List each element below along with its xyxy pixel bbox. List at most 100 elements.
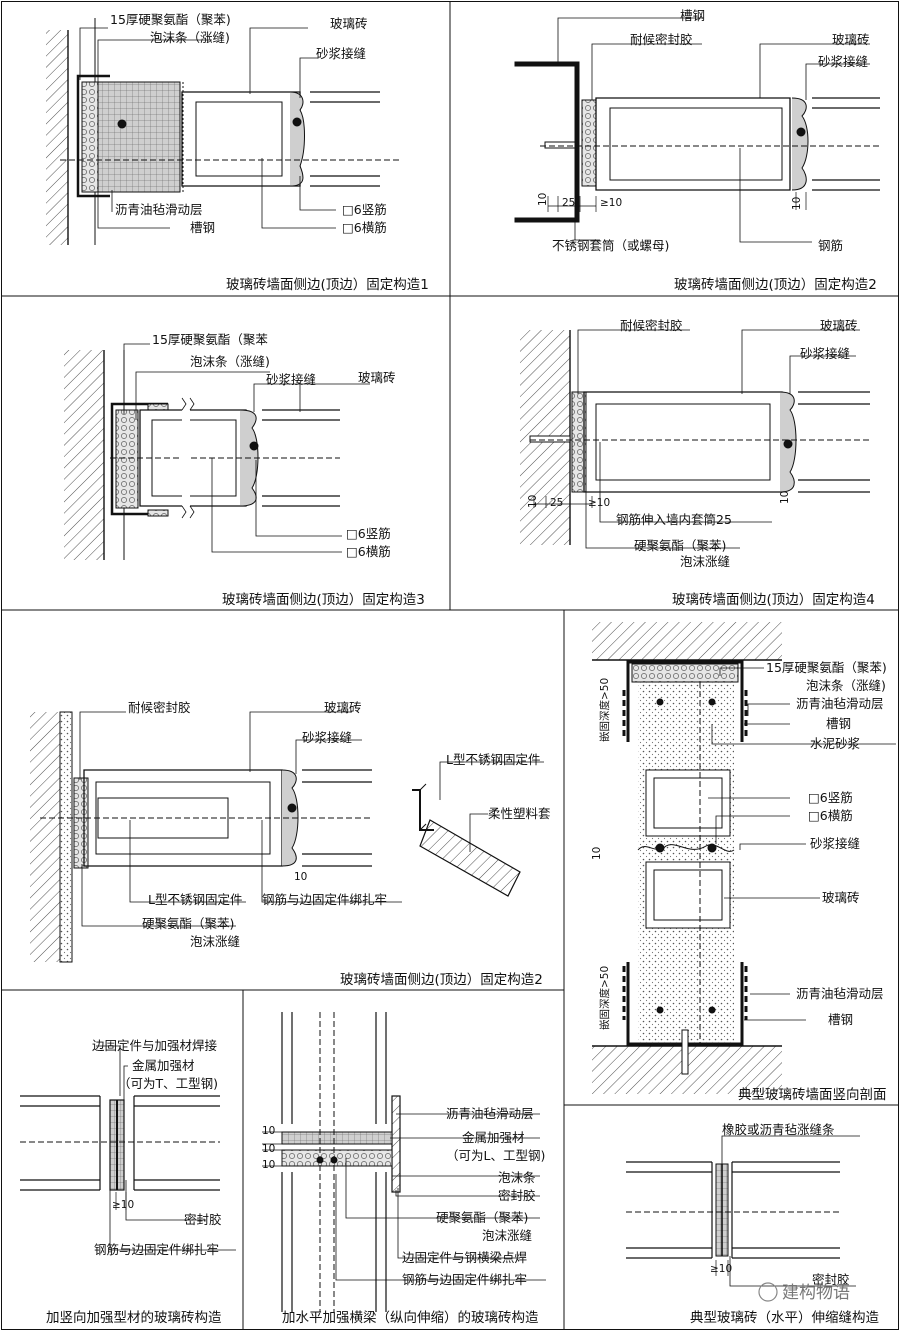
p8-caption: 加水平加强横梁（纵向伸缩）的玻璃砖构造 xyxy=(282,1309,539,1326)
p5-dim-1: 10 xyxy=(294,871,307,883)
panel-8-drawing xyxy=(262,1012,401,1312)
p4-label-mortar: 砂浆接缝 xyxy=(800,346,850,361)
p6-caption: 典型玻璃砖墙面竖向剖面 xyxy=(738,1086,887,1103)
glass-block-1 xyxy=(595,97,791,191)
foam-strip xyxy=(115,409,139,509)
p4-label-foam-joint: 泡沫涨缝 xyxy=(680,554,730,569)
steel-beam xyxy=(391,1095,401,1193)
p3-label-hbar: □6横筋 xyxy=(346,544,391,559)
p4-label-sealant: 耐候密封胶 xyxy=(620,318,683,333)
p2-label-rebar: 钢筋 xyxy=(818,238,843,253)
slab-top xyxy=(592,622,782,660)
panel-2-text: 槽钢 耐候密封胶 玻璃砖 砂浆接缝 不锈钢套筒（或螺母) 钢筋 10 25 ≥1… xyxy=(537,8,877,293)
p8-label-foam-joint: 泡沫涨缝 xyxy=(482,1228,532,1243)
p5-caption: 玻璃砖墙面侧边(顶边）固定构造2 xyxy=(340,971,543,988)
p2-dim-4: 10 xyxy=(791,197,803,210)
p4-dim-4: 10 xyxy=(779,491,791,504)
panel-9-leaders xyxy=(721,1135,860,1287)
panel-1-leaders xyxy=(79,27,336,229)
p7-label-tie: 钢筋与边固定件绑扎牢 xyxy=(94,1242,219,1257)
watermark-text: 建构物语 xyxy=(782,1283,850,1303)
panel-3-text: 15厚硬聚氨酯（聚苯 泡沫条（涨缝) 砂浆接缝 玻璃砖 □6竖筋 □6横筋 玻璃… xyxy=(152,332,425,608)
panel-7-leaders xyxy=(96,1045,236,1251)
panel-2-drawing xyxy=(514,61,880,223)
mortar-joint xyxy=(637,844,735,852)
panel-5-text: 耐候密封胶 玻璃砖 砂浆接缝 L型不锈钢固定件 柔性塑料套 L型不锈钢固定件 钢… xyxy=(128,700,551,988)
p1-label-foam-strip: 泡沫条（涨缝) xyxy=(150,30,230,45)
p2-dim-1: 10 xyxy=(537,193,549,206)
p1-label-mortar: 砂浆接缝 xyxy=(316,46,366,61)
p2-label-channel: 槽钢 xyxy=(680,8,705,23)
p8-label-tie: 钢筋与边固定件绑扎牢 xyxy=(402,1272,527,1287)
p3-caption: 玻璃砖墙面侧边(顶边）固定构造3 xyxy=(222,591,425,608)
p4-dim-3: ≥10 xyxy=(588,497,610,509)
panel-6-leaders xyxy=(708,667,896,1021)
p3-label-foam-strip: 泡沫条（涨缝) xyxy=(190,354,270,369)
p4-label-foam: 硬聚氨酯（聚苯) xyxy=(634,538,726,553)
mortar-joint xyxy=(289,91,305,187)
glass-block-upper xyxy=(645,769,731,837)
p6-label-glass: 玻璃砖 xyxy=(822,890,860,905)
p2-dim-2: 25 xyxy=(562,197,575,209)
p5-label-tie: 钢筋与边固定件绑扎牢 xyxy=(262,892,387,907)
p7-dim-1: ≥10 xyxy=(112,1199,134,1211)
p5-label-bracket-1: L型不锈钢固定件 xyxy=(446,752,540,767)
p9-caption: 典型玻璃砖（水平）伸缩缝构造 xyxy=(690,1309,879,1326)
wall-hatch xyxy=(64,350,104,560)
p6-label-foam: 15厚硬聚氨酯（聚苯) xyxy=(766,660,887,675)
p8-label-sealant: 密封胶 xyxy=(498,1188,536,1203)
p6-label-mortar: 砂浆接缝 xyxy=(810,836,860,851)
p3-label-foam: 15厚硬聚氨酯（聚苯 xyxy=(152,332,268,347)
foam-strip xyxy=(81,81,99,193)
p5-label-sealant: 耐候密封胶 xyxy=(128,700,191,715)
p2-label-sleeve: 不锈钢套筒（或螺母) xyxy=(552,238,669,253)
p6-label-cement: 水泥砂浆 xyxy=(810,736,861,751)
panel-8-leaders xyxy=(335,1113,546,1281)
p5-label-bracket-2: L型不锈钢固定件 xyxy=(148,892,242,907)
panel-3-leaders xyxy=(123,343,370,553)
mortar-joint xyxy=(281,769,299,867)
glass-block-1 xyxy=(583,391,783,493)
p4-dim-1: 10 xyxy=(527,495,539,508)
foam-strip xyxy=(571,391,587,493)
p1-label-channel: 槽钢 xyxy=(190,220,215,235)
panel-8-text: 沥青油毡滑动层 金属加强材 （可为L、工型钢) 泡沫条 密封胶 硬聚氨酯（聚苯)… xyxy=(262,1106,545,1326)
p6-dim-joint: 10 xyxy=(591,847,603,860)
panel-4-text: 耐候密封胶 玻璃砖 砂浆接缝 钢筋伸入墙内套筒25 硬聚氨酯（聚苯) 泡沫涨缝 … xyxy=(527,318,875,608)
foam-strip xyxy=(73,777,89,869)
p1-label-glass: 玻璃砖 xyxy=(330,16,368,31)
panel-7-drawing xyxy=(20,1095,220,1210)
p6-label-foam-strip: 泡沫条（涨缝) xyxy=(806,678,886,693)
sealant xyxy=(581,99,597,187)
channel-steel xyxy=(76,74,110,198)
p7-label-stiffener-type: （可为T、工型钢) xyxy=(118,1076,218,1091)
p2-label-mortar: 砂浆接缝 xyxy=(818,54,868,69)
p8-label-foam-strip: 泡沫条 xyxy=(498,1170,536,1185)
panel-9-text: 橡胶或沥青毡涨缝条 密封胶 ≥10 典型玻璃砖（水平）伸缩缝构造 建构物语 xyxy=(690,1122,879,1326)
panel-1-drawing xyxy=(46,18,400,245)
panel-6-text: 15厚硬聚氨酯（聚苯) 泡沫条（涨缝) 沥青油毡滑动层 槽钢 水泥砂浆 □6竖筋… xyxy=(591,660,887,1103)
p1-caption: 玻璃砖墙面侧边(顶边）固定构造1 xyxy=(226,276,429,293)
panel-5-leaders xyxy=(79,711,544,927)
p5-label-foam: 硬聚氨酯（聚苯) xyxy=(142,916,234,931)
plastic-sleeve xyxy=(419,819,521,897)
p5-label-foam-joint: 泡沫涨缝 xyxy=(190,934,240,949)
p6-label-channel-2: 槽钢 xyxy=(828,1012,853,1027)
p8-label-weld: 边固定件与钢横梁点焊 xyxy=(402,1250,527,1265)
panel-4-leaders xyxy=(577,329,860,549)
p8-dim-2: 10 xyxy=(262,1143,275,1155)
panel-2-leaders xyxy=(557,17,870,243)
glass-block-lower xyxy=(645,861,731,929)
p6-label-hbar: □6横筋 xyxy=(808,808,853,823)
p8-label-stiffener: 金属加强材 xyxy=(462,1130,525,1145)
p6-label-slide: 沥青油毡滑动层 xyxy=(796,696,884,711)
p6-label-channel: 槽钢 xyxy=(826,716,851,731)
p7-label-stiffener: 金属加强材 xyxy=(132,1058,195,1073)
slide-layer xyxy=(281,1131,393,1145)
p8-label-stiffener-type: （可为L、工型钢) xyxy=(446,1148,545,1163)
channel-steel xyxy=(110,402,168,516)
p3-label-vbar: □6竖筋 xyxy=(346,526,391,541)
panel-6-drawing xyxy=(592,622,782,1094)
